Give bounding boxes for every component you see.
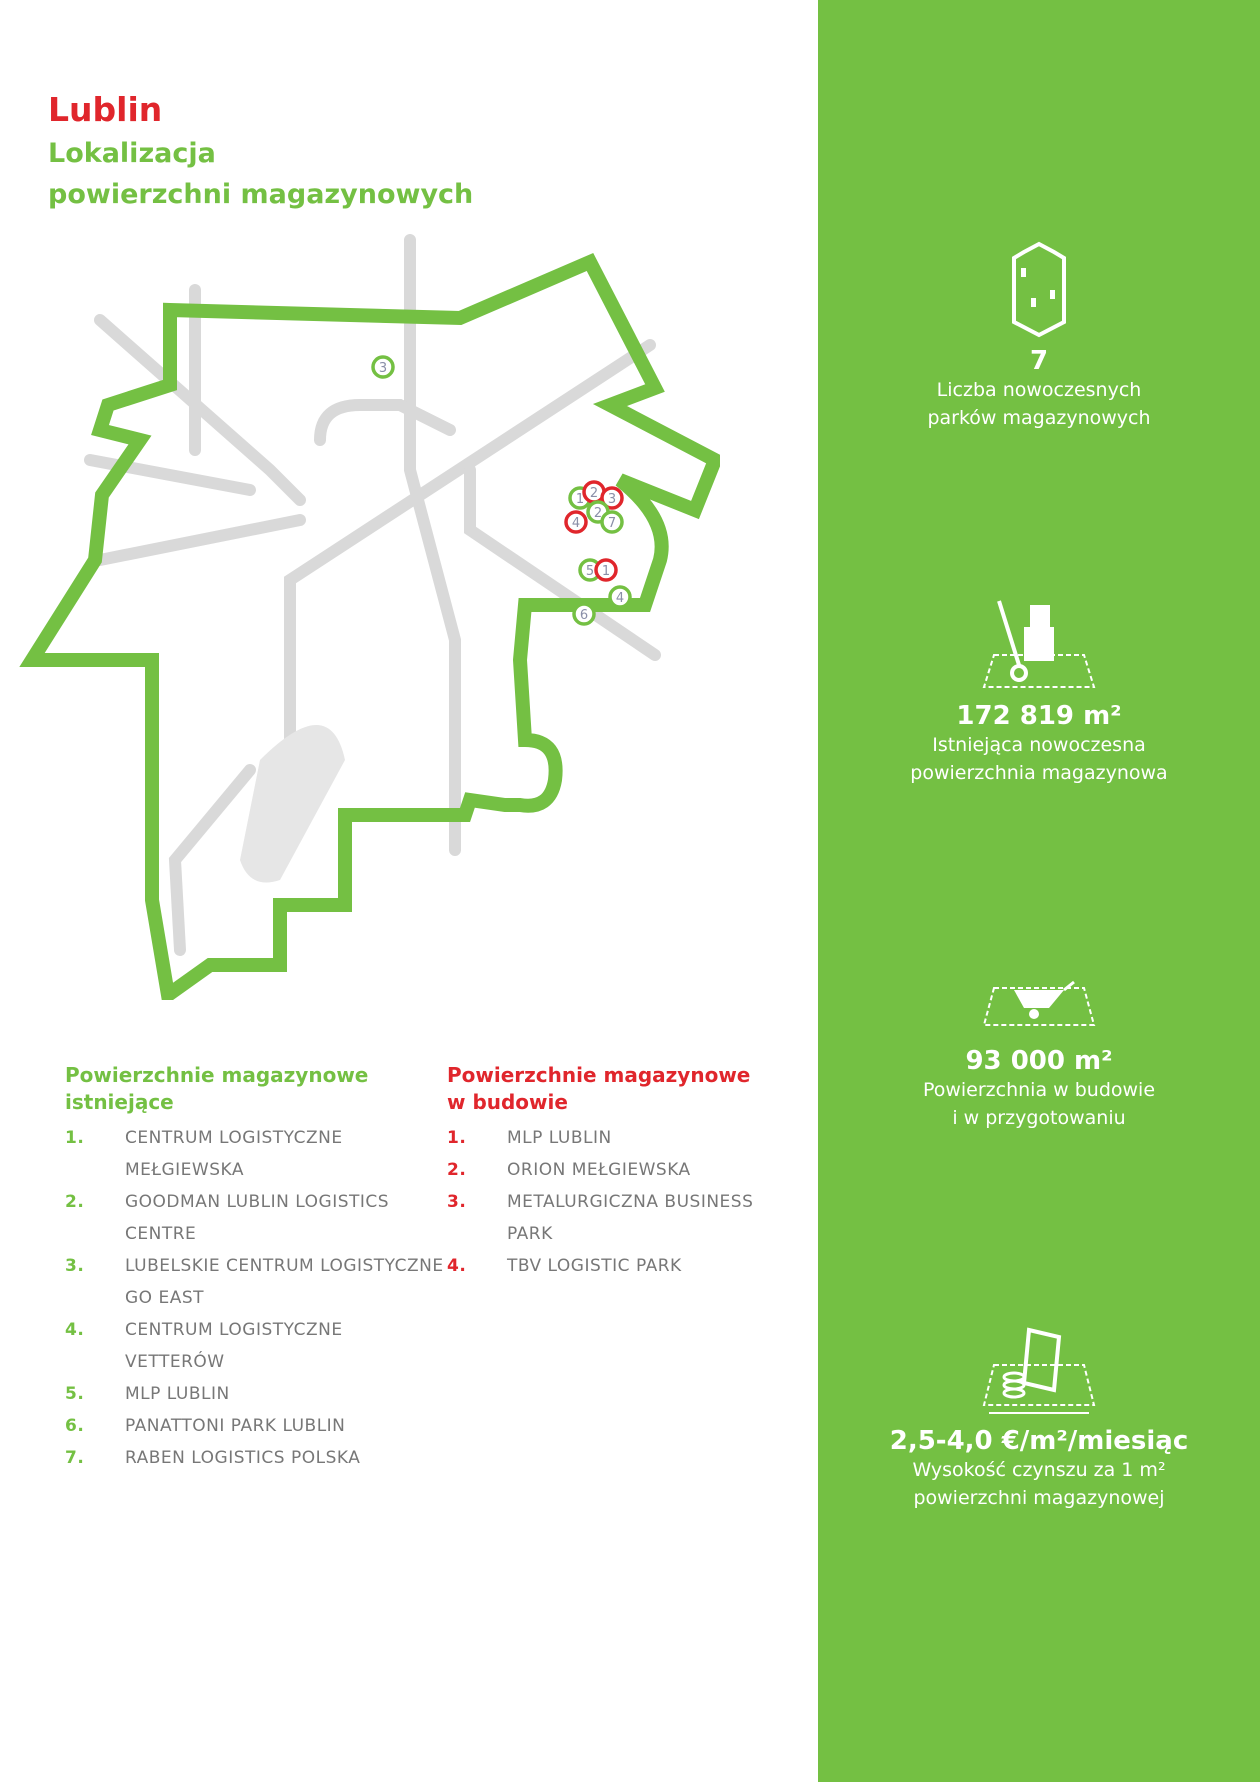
svg-text:2: 2 bbox=[594, 506, 602, 521]
legend-number: 7. bbox=[65, 1448, 85, 1468]
legend-number: 1. bbox=[65, 1128, 85, 1148]
legend-item: 6. PANATTONI PARK LUBLIN bbox=[65, 1410, 444, 1442]
map-marker-construction[interactable]: 1 bbox=[594, 558, 618, 582]
legend-item: 1. MLP LUBLIN bbox=[447, 1122, 753, 1154]
wheelbarrow-icon bbox=[982, 980, 1096, 1026]
stats-panel bbox=[818, 0, 1260, 1782]
subtitle-line: Lokalizacja bbox=[48, 138, 216, 169]
river-area bbox=[240, 725, 345, 883]
city-boundary bbox=[19, 252, 720, 1000]
map-marker-existing[interactable]: 3 bbox=[371, 355, 395, 379]
svg-text:4: 4 bbox=[616, 591, 624, 606]
stat-existing-area: 172 819 m² Istniejąca nowoczesna powierz… bbox=[818, 595, 1260, 787]
warehouse-park-icon bbox=[1012, 241, 1066, 338]
legend-number: 3. bbox=[447, 1192, 467, 1212]
stat-rent: 2,5-4,0 €/m²/miesiąc Wysokość czynszu za… bbox=[818, 1325, 1260, 1512]
stat-value: 172 819 m² bbox=[956, 701, 1122, 731]
stat-parks: 7 Liczba nowoczesnych parków magazynowyc… bbox=[818, 240, 1260, 432]
svg-text:1: 1 bbox=[576, 492, 584, 507]
svg-text:4: 4 bbox=[572, 516, 580, 531]
map-marker-existing[interactable]: 4 bbox=[608, 585, 632, 609]
legend-label: PANATTONI PARK LUBLIN bbox=[125, 1416, 346, 1436]
legend-number: 2. bbox=[65, 1192, 85, 1212]
svg-text:3: 3 bbox=[379, 361, 387, 376]
legend-number: 6. bbox=[65, 1416, 85, 1436]
svg-text:2: 2 bbox=[590, 486, 598, 501]
legend-number: 5. bbox=[65, 1384, 85, 1404]
svg-text:6: 6 bbox=[580, 608, 588, 623]
svg-text:1: 1 bbox=[602, 564, 610, 579]
legend-title: Powierzchnie magazynowe bbox=[447, 1063, 751, 1087]
legend-construction: Powierzchnie magazynowe w budowie 1. MLP L… bbox=[447, 1062, 753, 1282]
stat-desc: Liczba nowoczesnych bbox=[936, 379, 1142, 401]
subtitle-line: powierzchni magazynowych bbox=[48, 179, 474, 210]
stat-desc: i w przygotowaniu bbox=[952, 1107, 1126, 1129]
hand-truck-icon bbox=[982, 600, 1096, 688]
legend-number: 4. bbox=[447, 1256, 467, 1276]
stat-value: 2,5-4,0 €/m²/miesiąc bbox=[889, 1426, 1189, 1456]
legend-title: w budowie bbox=[447, 1090, 568, 1114]
stat-value: 93 000 m² bbox=[965, 1046, 1113, 1076]
legend-number: 3. bbox=[65, 1256, 85, 1276]
legend-title: istniejące bbox=[65, 1090, 174, 1114]
map-marker-construction[interactable]: 4 bbox=[564, 510, 588, 534]
legend-label: RABEN LOGISTICS POLSKA bbox=[125, 1448, 361, 1468]
stat-desc: Wysokość czynszu za 1 m² bbox=[912, 1459, 1166, 1481]
legend-item: 7. RABEN LOGISTICS POLSKA bbox=[65, 1442, 444, 1474]
svg-text:7: 7 bbox=[608, 516, 616, 531]
stat-desc: parków magazynowych bbox=[927, 407, 1151, 429]
map-marker-existing[interactable]: 6 bbox=[572, 602, 596, 626]
legend-label: MLP LUBLIN bbox=[125, 1384, 230, 1404]
legend-label: TBV LOGISTIC PARK bbox=[507, 1256, 682, 1276]
stat-desc: Powierzchnia w budowie bbox=[922, 1079, 1156, 1101]
legend-title: Powierzchnie magazynowe bbox=[65, 1063, 369, 1087]
legend-existing: Powierzchnie magazynowe istniejące 1. CENT… bbox=[65, 1062, 444, 1474]
legend-label: ORION MEŁGIEWSKA bbox=[507, 1160, 691, 1180]
page-subtitle: Lokalizacja powierzchni magazynowych bbox=[48, 133, 473, 215]
city-title: Lublin bbox=[48, 90, 163, 129]
money-icon bbox=[982, 1327, 1096, 1414]
legend-label: MLP LUBLIN bbox=[507, 1128, 612, 1148]
legend-item: 5. MLP LUBLIN bbox=[65, 1378, 444, 1410]
stat-desc: powierzchnia magazynowa bbox=[910, 762, 1168, 784]
legend-number: 4. bbox=[65, 1320, 85, 1340]
stat-desc: Istniejąca nowoczesna bbox=[932, 734, 1146, 756]
stat-desc: powierzchni magazynowej bbox=[913, 1487, 1165, 1509]
stat-construction-area: 93 000 m² Powierzchnia w budowie i w prz… bbox=[818, 970, 1260, 1132]
legend-number: 1. bbox=[447, 1128, 467, 1148]
svg-text:5: 5 bbox=[586, 564, 594, 579]
legend-item: 4. TBV LOGISTIC PARK bbox=[447, 1250, 753, 1282]
legend-item: 2. ORION MEŁGIEWSKA bbox=[447, 1154, 753, 1186]
map-marker-existing[interactable]: 7 bbox=[600, 510, 624, 534]
stat-value: 7 bbox=[1029, 346, 1049, 376]
map-marker-construction[interactable]: 3 bbox=[600, 486, 624, 510]
legend-number: 2. bbox=[447, 1160, 467, 1180]
svg-text:3: 3 bbox=[608, 492, 616, 507]
